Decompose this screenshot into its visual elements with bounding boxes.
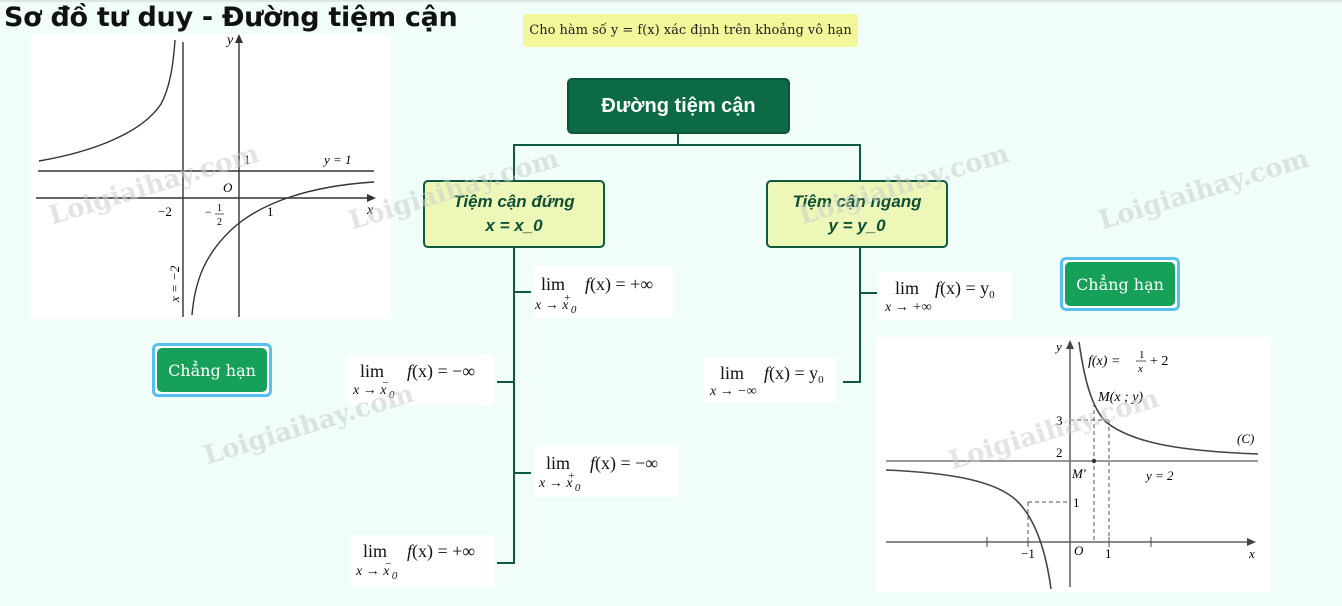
lim-subscript: x → +∞: [885, 300, 932, 315]
connector-left-drop: [513, 144, 515, 181]
point-m-label: M(x ; y): [1097, 390, 1143, 405]
formula-vertical-4[interactable]: lim x → x−0 f(x) = +∞: [351, 535, 493, 587]
connector-right-f2: [843, 381, 861, 383]
frac-minus: −: [205, 205, 212, 219]
origin-label: O: [1074, 543, 1084, 558]
page-title: Sơ đồ tư duy - Đường tiệm cận: [4, 2, 458, 33]
intro-note[interactable]: Cho hàm số y = f(x) xác định trên khoảng…: [523, 14, 858, 47]
connector-root-bar: [513, 144, 861, 146]
lim-subscript: x → x+0: [535, 292, 577, 316]
example-button-horizontal[interactable]: Chẳng hạn: [1060, 257, 1180, 311]
x-axis-label: x: [366, 203, 374, 218]
connector-left-trunk: [513, 248, 515, 564]
connector-left-f3: [513, 472, 531, 474]
example-button-label: Chẳng hạn: [1065, 262, 1175, 306]
watermark: Loigiaihay.com: [1095, 143, 1313, 237]
formula-expression: f(x) = y0: [764, 363, 824, 386]
formula-expression: f(x) = +∞: [585, 274, 654, 294]
branch-vertical-asymptote[interactable]: Tiệm cận đứng x = x_0: [423, 180, 605, 248]
branch-horizontal-asymptote[interactable]: Tiệm cận ngang y = y_0: [766, 180, 948, 248]
v-asymptote-label: x = −2: [167, 265, 182, 303]
connector-right-trunk: [859, 248, 861, 383]
branch-title: Tiệm cận ngang: [792, 192, 922, 211]
lim-subscript: x → x−0: [353, 377, 395, 401]
root-node[interactable]: Đường tiệm cận: [567, 78, 790, 134]
connector-right-drop: [859, 144, 861, 181]
graph-right-svg: y x O f(x) = 1 x + 2 M(x ; y) (C) y = 2 …: [885, 339, 1259, 590]
connector-left-f2: [497, 381, 515, 383]
connector-left-f4: [497, 562, 515, 564]
graph-left-example: y x O 1 y = 1 −2 1 − 1 2 x = −2: [31, 33, 391, 319]
branch-equation: x = x_0: [485, 216, 543, 235]
h-asymptote-label: y = 1: [322, 152, 352, 167]
frac-num: 1: [217, 203, 222, 214]
lim-label: lim: [360, 361, 385, 381]
tick-y2: 2: [1056, 445, 1063, 460]
y-axis-label: y: [225, 34, 234, 48]
lim-label: lim: [541, 274, 566, 294]
formula-vertical-3[interactable]: lim x → x+0 f(x) = −∞: [534, 445, 679, 497]
x-axis-label: x: [1248, 546, 1255, 561]
function-frac-num: 1: [1139, 349, 1145, 361]
lim-subscript: x → −∞: [710, 384, 757, 399]
frac-den: 2: [217, 217, 222, 228]
tick-y1: 1: [244, 152, 251, 167]
lim-label: lim: [363, 541, 388, 561]
connector-left-f1: [513, 291, 531, 293]
example-button-label: Chẳng hạn: [157, 348, 267, 392]
tick-y3: 3: [1056, 413, 1063, 428]
lim-label: lim: [895, 278, 920, 298]
y-axis-label: y: [1054, 339, 1062, 354]
h-asymptote-label: y = 2: [1144, 468, 1174, 483]
formula-expression: f(x) = y0: [935, 278, 995, 301]
example-button-vertical[interactable]: Chẳng hạn: [152, 343, 272, 397]
function-frac-den: x: [1137, 363, 1143, 375]
connector-root-stem: [677, 134, 679, 146]
lim-subscript: x → x−0: [356, 558, 398, 582]
tick-y1: 1: [1073, 495, 1080, 510]
graph-left-svg: y x O 1 y = 1 −2 1 − 1 2 x = −2: [36, 33, 376, 317]
connector-right-f1: [859, 292, 877, 294]
formula-expression: f(x) = −∞: [407, 361, 476, 381]
point-m-prime-label: M': [1071, 466, 1086, 481]
origin-label: O: [223, 180, 233, 195]
function-plus: + 2: [1150, 354, 1168, 369]
tick-x-minus1: −1: [1021, 546, 1035, 561]
formula-vertical-2[interactable]: lim x → x−0 f(x) = −∞: [347, 355, 494, 405]
tick-x1: 1: [267, 204, 274, 219]
formula-horizontal-2[interactable]: lim x → −∞ f(x) = y0: [704, 358, 836, 402]
lim-label: lim: [546, 453, 571, 473]
branch-title: Tiệm cận đứng: [453, 192, 575, 211]
curve-label: (C): [1237, 431, 1254, 446]
lim-label: lim: [720, 363, 745, 383]
formula-expression: f(x) = −∞: [590, 453, 659, 473]
formula-expression: f(x) = +∞: [407, 541, 476, 561]
tick-x1: 1: [1105, 546, 1112, 561]
formula-horizontal-1[interactable]: lim x → +∞ f(x) = y0: [879, 272, 1012, 320]
tick-x-minus2: −2: [158, 204, 172, 219]
top-border: [0, 0, 1342, 2]
lim-subscript: x → x+0: [539, 470, 581, 494]
function-label: f(x) =: [1088, 354, 1120, 369]
formula-vertical-1[interactable]: lim x → x+0 f(x) = +∞: [533, 266, 673, 318]
graph-right-example: y x O f(x) = 1 x + 2 M(x ; y) (C) y = 2 …: [876, 337, 1271, 592]
branch-equation: y = y_0: [828, 216, 886, 235]
